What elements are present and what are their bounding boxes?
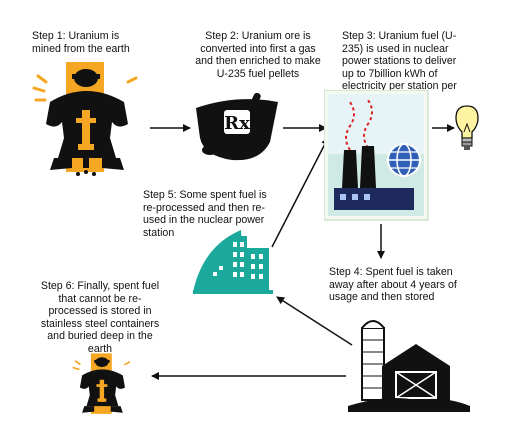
barn-silo-icon (346, 314, 472, 414)
step-6-text: Step 6: Finally, spent fuel that cannot … (40, 280, 160, 355)
arrow-step5-to-step3 (271, 137, 329, 248)
building-icon (191, 222, 273, 296)
step-2-text: Step 2: Uranium ore is converted into fi… (195, 30, 321, 80)
step-5-text: Step 5: Some spent fuel is re-processed … (143, 189, 267, 239)
light-bulb-icon (455, 104, 479, 154)
globe-icon (387, 143, 421, 177)
mortar-and-pestle-rx-icon: Rx (190, 90, 282, 164)
prescription-label: Rx (224, 113, 250, 134)
step-4-text: Step 4: Spent fuel is taken away after a… (329, 266, 457, 304)
step-1-text: Step 1: Uranium is mined from the earth (32, 30, 130, 55)
miner-icon (28, 62, 148, 177)
power-station-icon (323, 89, 432, 222)
arrow-step4-to-step5 (276, 296, 353, 346)
step-3-text: Step 3: Uranium fuel (U-235) is used in … (342, 30, 457, 105)
miner-small-icon (70, 352, 136, 418)
